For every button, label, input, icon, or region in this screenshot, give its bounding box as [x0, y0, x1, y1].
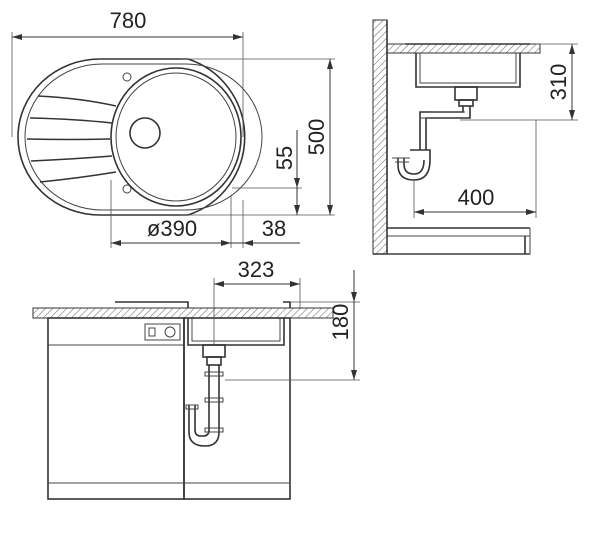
- dishwasher-control-panel: [144, 323, 181, 341]
- wall-hatch: [372, 19, 388, 255]
- dim-drain-offset: 55: [272, 146, 297, 170]
- dim-bowl-offset: 38: [262, 216, 286, 241]
- dim-front-height: 180: [328, 304, 353, 341]
- front-view: 323 180: [32, 257, 360, 500]
- side-countertop: [386, 43, 541, 54]
- side-view: 310 400: [372, 19, 578, 255]
- control-knob: [164, 326, 176, 338]
- tap-hole-bottom: [122, 184, 132, 194]
- drainboard-ribs: [26, 95, 117, 183]
- front-drain-pipe: [208, 365, 220, 420]
- dim-front-width: 323: [238, 257, 275, 282]
- sink-inner-outline: [24, 63, 263, 211]
- side-drain-body: [454, 86, 478, 101]
- control-button: [148, 327, 156, 337]
- dim-bowl-diameter: ø390: [147, 216, 197, 241]
- sink-bowl: [110, 67, 242, 207]
- front-right-cabinet: [183, 317, 291, 500]
- dim-side-height: 310: [546, 64, 571, 101]
- dim-overall-width: 780: [110, 8, 147, 33]
- dim-cabinet-depth: 400: [458, 185, 495, 210]
- side-drain-pipe: [419, 106, 471, 150]
- top-view: 780 500 55 ø390 38: [11, 8, 335, 248]
- drain-hole: [129, 117, 161, 149]
- side-cabinet-plinth: [386, 235, 531, 255]
- dim-overall-depth: 500: [304, 119, 329, 156]
- sink-bowl-inner: [115, 72, 237, 202]
- sink-outer-outline: [17, 58, 246, 216]
- front-basin: [187, 318, 285, 346]
- side-trap: [397, 149, 431, 181]
- front-countertop: [32, 307, 334, 319]
- tap-hole-top: [122, 72, 132, 82]
- front-trap: [188, 405, 220, 447]
